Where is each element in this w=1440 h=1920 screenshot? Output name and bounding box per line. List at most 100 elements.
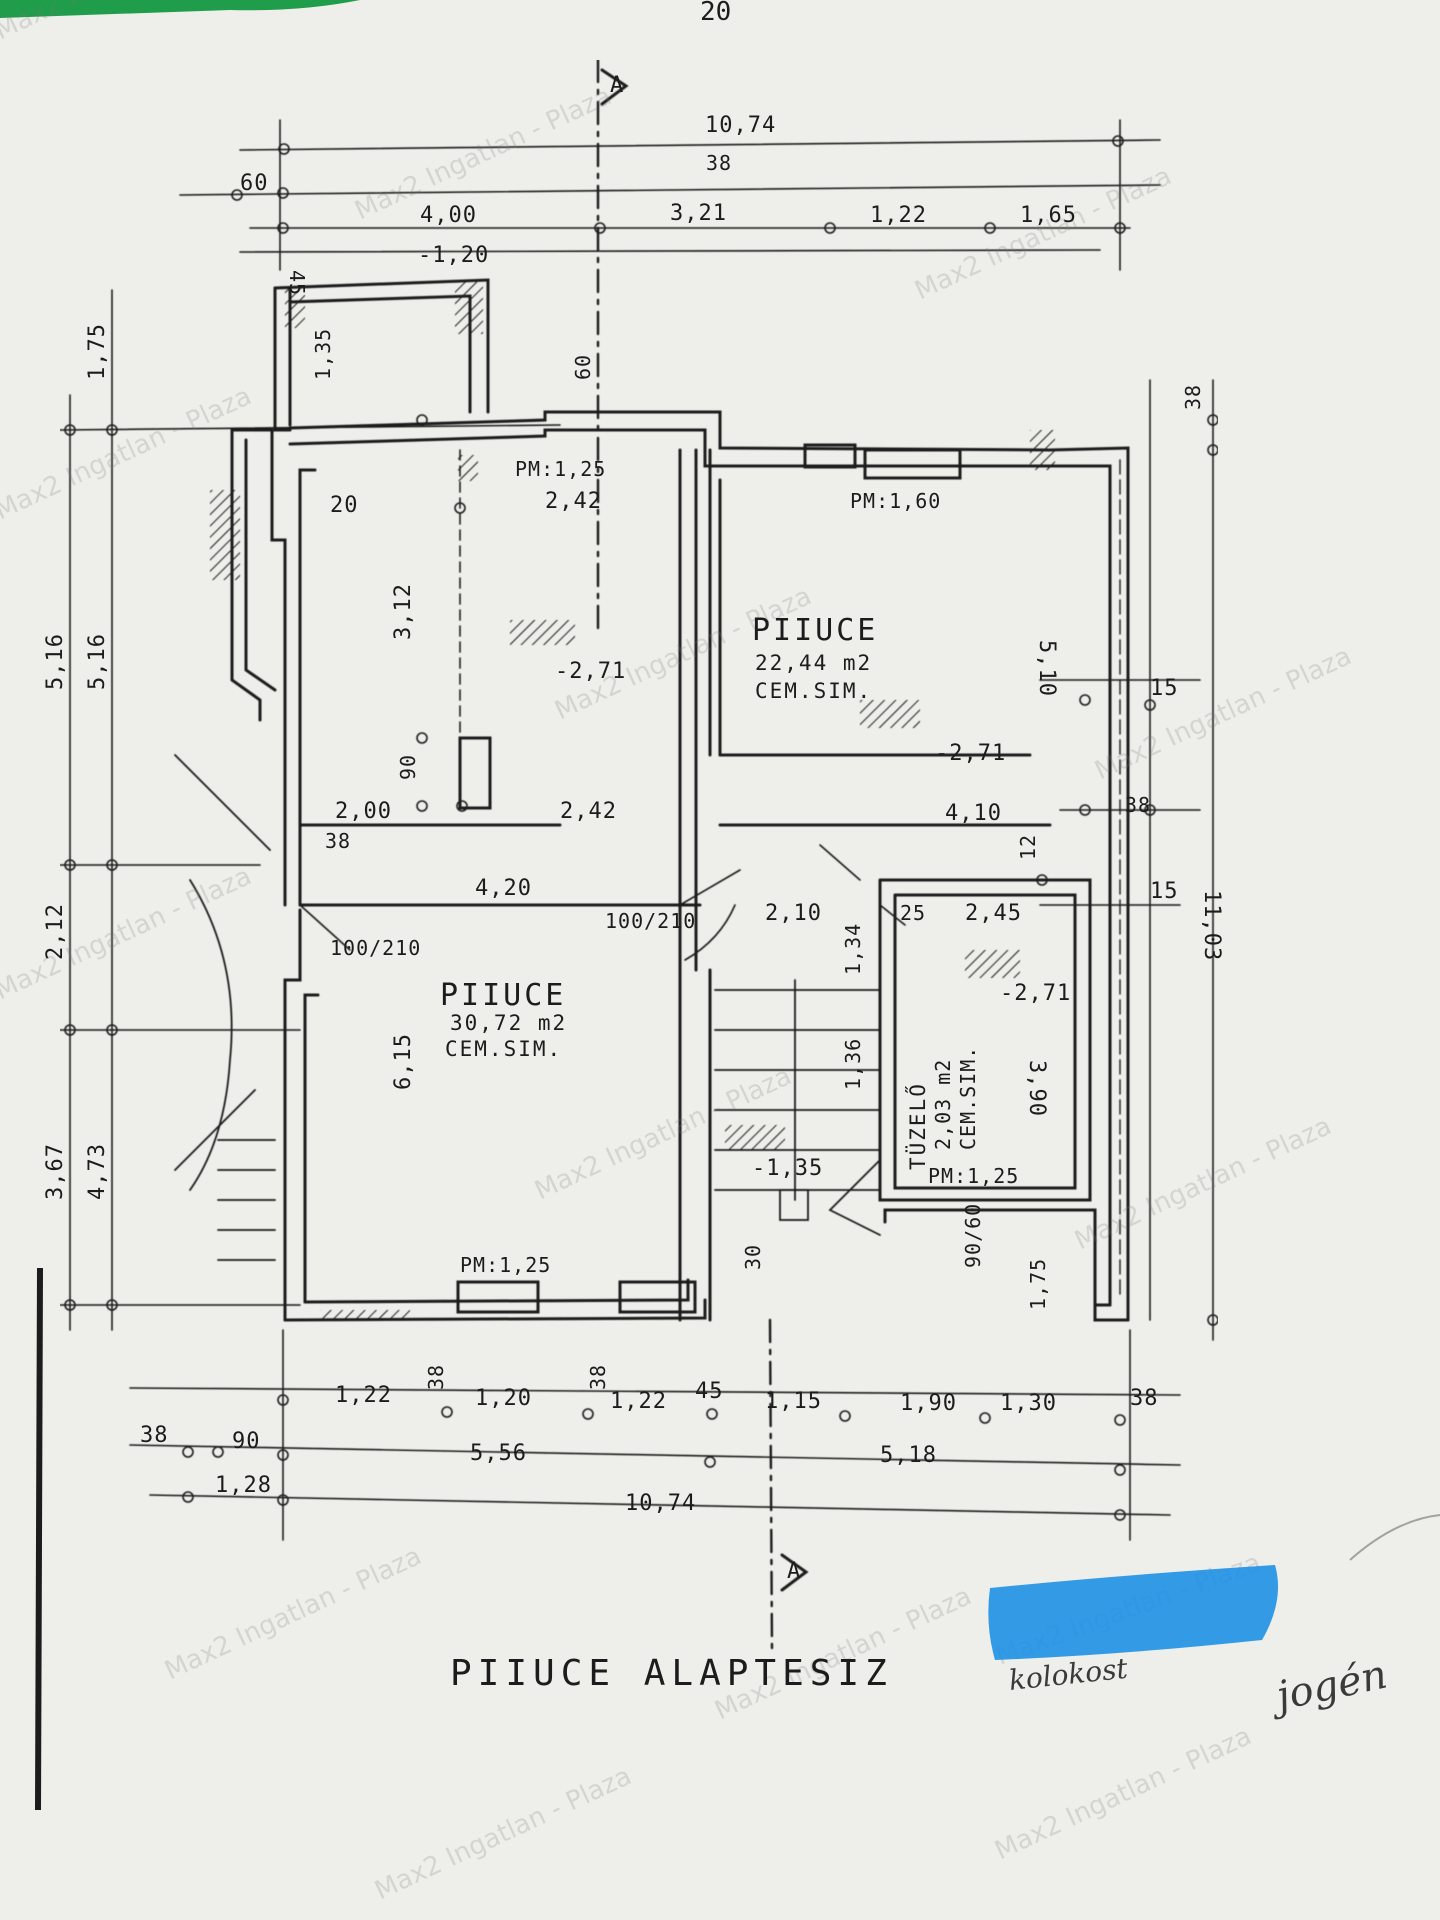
door-100-210-b: 100/210: [330, 936, 421, 960]
dim-bottom-8: 38: [1130, 1386, 1159, 1411]
pm-top-left: PM:1,25: [515, 457, 606, 481]
section-marker-top: A: [610, 73, 624, 98]
level-top: -1,20: [418, 243, 489, 268]
dim-bottom-r2-2: 90: [232, 1429, 261, 1454]
dim-242a: 2,42: [545, 489, 602, 514]
dim-90: 90: [396, 754, 420, 780]
wall-hatches: [210, 282, 1055, 1320]
door-swings: [299, 844, 906, 961]
page-number: 20: [700, 0, 731, 27]
dim-left-516a: 5,16: [43, 633, 68, 690]
level-upper-left: -2,71: [555, 659, 626, 684]
section-arrow-top: [600, 68, 629, 106]
dim-20: 20: [330, 493, 359, 518]
level-upper-right: -2,71: [935, 741, 1006, 766]
pm-bottom: PM:1,25: [460, 1253, 551, 1277]
green-tab: [0, 0, 360, 18]
dim-bottom-38b: 38: [586, 1364, 610, 1390]
dim-25: 25: [900, 901, 926, 925]
dim-right-15b: 15: [1150, 879, 1179, 904]
dim-bottom-r3-1: 1,28: [215, 1473, 272, 1498]
dim-top-45: 45: [285, 270, 309, 296]
dim-420: 4,20: [475, 876, 532, 901]
dim-510: 5,10: [1034, 640, 1059, 697]
dim-410: 4,10: [945, 801, 1002, 826]
stairs: [714, 979, 881, 1236]
dim-right-15a: 15: [1150, 676, 1179, 701]
dim-175: 1,75: [1026, 1258, 1050, 1310]
level-stair: -1,35: [752, 1156, 823, 1181]
room-upper-right-name: PIIUCE: [752, 613, 878, 648]
room-boiler-area: 2,03 m2: [931, 1059, 955, 1150]
exterior-walls: [230, 278, 1130, 1322]
dim-615: 6,15: [391, 1033, 416, 1090]
room-lower-left-area: 30,72 m2: [450, 1011, 567, 1035]
room-upper-right: PIIUCE 22,44 m2 CEM.SIM.: [752, 613, 878, 703]
dim-bottom-4: 45: [695, 1379, 724, 1404]
dim-left-516b: 5,16: [85, 633, 110, 690]
dim-left-135: 1,35: [311, 328, 335, 380]
room-boiler-name: TÜZELŐ: [905, 1082, 930, 1170]
dim-top-38: 38: [706, 151, 732, 175]
dim-bottom-38a: 38: [424, 1364, 448, 1390]
door-100-210: 100/210: [605, 909, 696, 933]
section-marker-bottom: A: [787, 1559, 801, 1584]
dim-left-175: 1,75: [85, 323, 110, 380]
dim-top-165: 1,65: [1020, 203, 1077, 228]
labels: 10,74 38 60 4,00 3,21 1,22 1,65 45 -1,20…: [43, 73, 1224, 1694]
dim-210: 2,10: [765, 901, 822, 926]
dim-right-38b: 38: [1125, 793, 1151, 817]
room-upper-right-area: 22,44 m2: [755, 651, 872, 675]
room-lower-left-floor: CEM.SIM.: [445, 1037, 562, 1061]
dim-bottom-r2-4: 5,18: [880, 1443, 937, 1468]
dim-390: 3,90: [1024, 1060, 1049, 1117]
dim-top-321: 3,21: [670, 201, 727, 226]
dim-top-overall: 10,74: [705, 113, 776, 138]
dim-bottom-r2-1: 38: [140, 1423, 169, 1448]
level-boiler: -2,71: [1000, 981, 1071, 1006]
room-lower-left-name: PIIUCE: [440, 978, 566, 1013]
dim-bottom-3: 1,22: [610, 1389, 667, 1414]
room-boiler-floor: CEM.SIM.: [956, 1046, 980, 1150]
dim-bottom-7: 1,30: [1000, 1391, 1057, 1416]
dim-242b: 2,42: [560, 799, 617, 824]
stamp-arc: [1349, 1514, 1440, 1561]
pm-boiler: PM:1,25: [928, 1164, 1019, 1188]
dim-136: 1,36: [841, 1038, 865, 1090]
dim-top-60: 60: [240, 171, 269, 196]
dim-top-400: 4,00: [420, 203, 477, 228]
dim-245: 2,45: [965, 901, 1022, 926]
room-upper-right-floor: CEM.SIM.: [755, 679, 872, 703]
dim-top-122: 1,22: [870, 203, 927, 228]
dim-38: 38: [325, 829, 351, 853]
section-axis-bottom: [768, 1318, 774, 1652]
section-arrow-bottom: [780, 1553, 809, 1592]
room-boiler: TÜZELŐ 2,03 m2 CEM.SIM.: [905, 1046, 980, 1170]
dim-bottom-r2-3: 5,56: [470, 1441, 527, 1466]
drawing-title: PIIUCE ALAPTESIZ: [450, 1653, 893, 1694]
dim-312: 3,12: [391, 583, 416, 640]
dimension-lines: [59, 119, 1214, 1541]
blue-redaction: [988, 1565, 1279, 1660]
dim-right-38: 38: [1181, 384, 1205, 410]
dim-30: 30: [741, 1244, 765, 1270]
dim-12: 12: [1016, 834, 1040, 860]
dim-134: 1,34: [841, 923, 865, 975]
dim-left-367: 3,67: [43, 1143, 68, 1200]
dim-right-1103: 11,03: [1199, 890, 1224, 961]
dim-bottom-2: 1,20: [475, 1386, 532, 1411]
dim-60: 60: [571, 354, 595, 380]
dim-bottom-r3-2: 10,74: [625, 1491, 696, 1516]
dim-left-473: 4,73: [85, 1143, 110, 1200]
dimension-ticks: [64, 135, 1219, 1521]
dim-200: 2,00: [335, 799, 392, 824]
dim-bottom-1: 1,22: [335, 1383, 392, 1408]
exterior-stair: [174, 754, 276, 1261]
column: [458, 736, 492, 810]
dim-bottom-6: 1,90: [900, 1391, 957, 1416]
binding-edge: [35, 1267, 43, 1811]
drawing: [59, 58, 1219, 1652]
dim-90-60: 90/60: [961, 1203, 985, 1268]
room-lower-left: PIIUCE 30,72 m2 CEM.SIM.: [440, 978, 567, 1061]
